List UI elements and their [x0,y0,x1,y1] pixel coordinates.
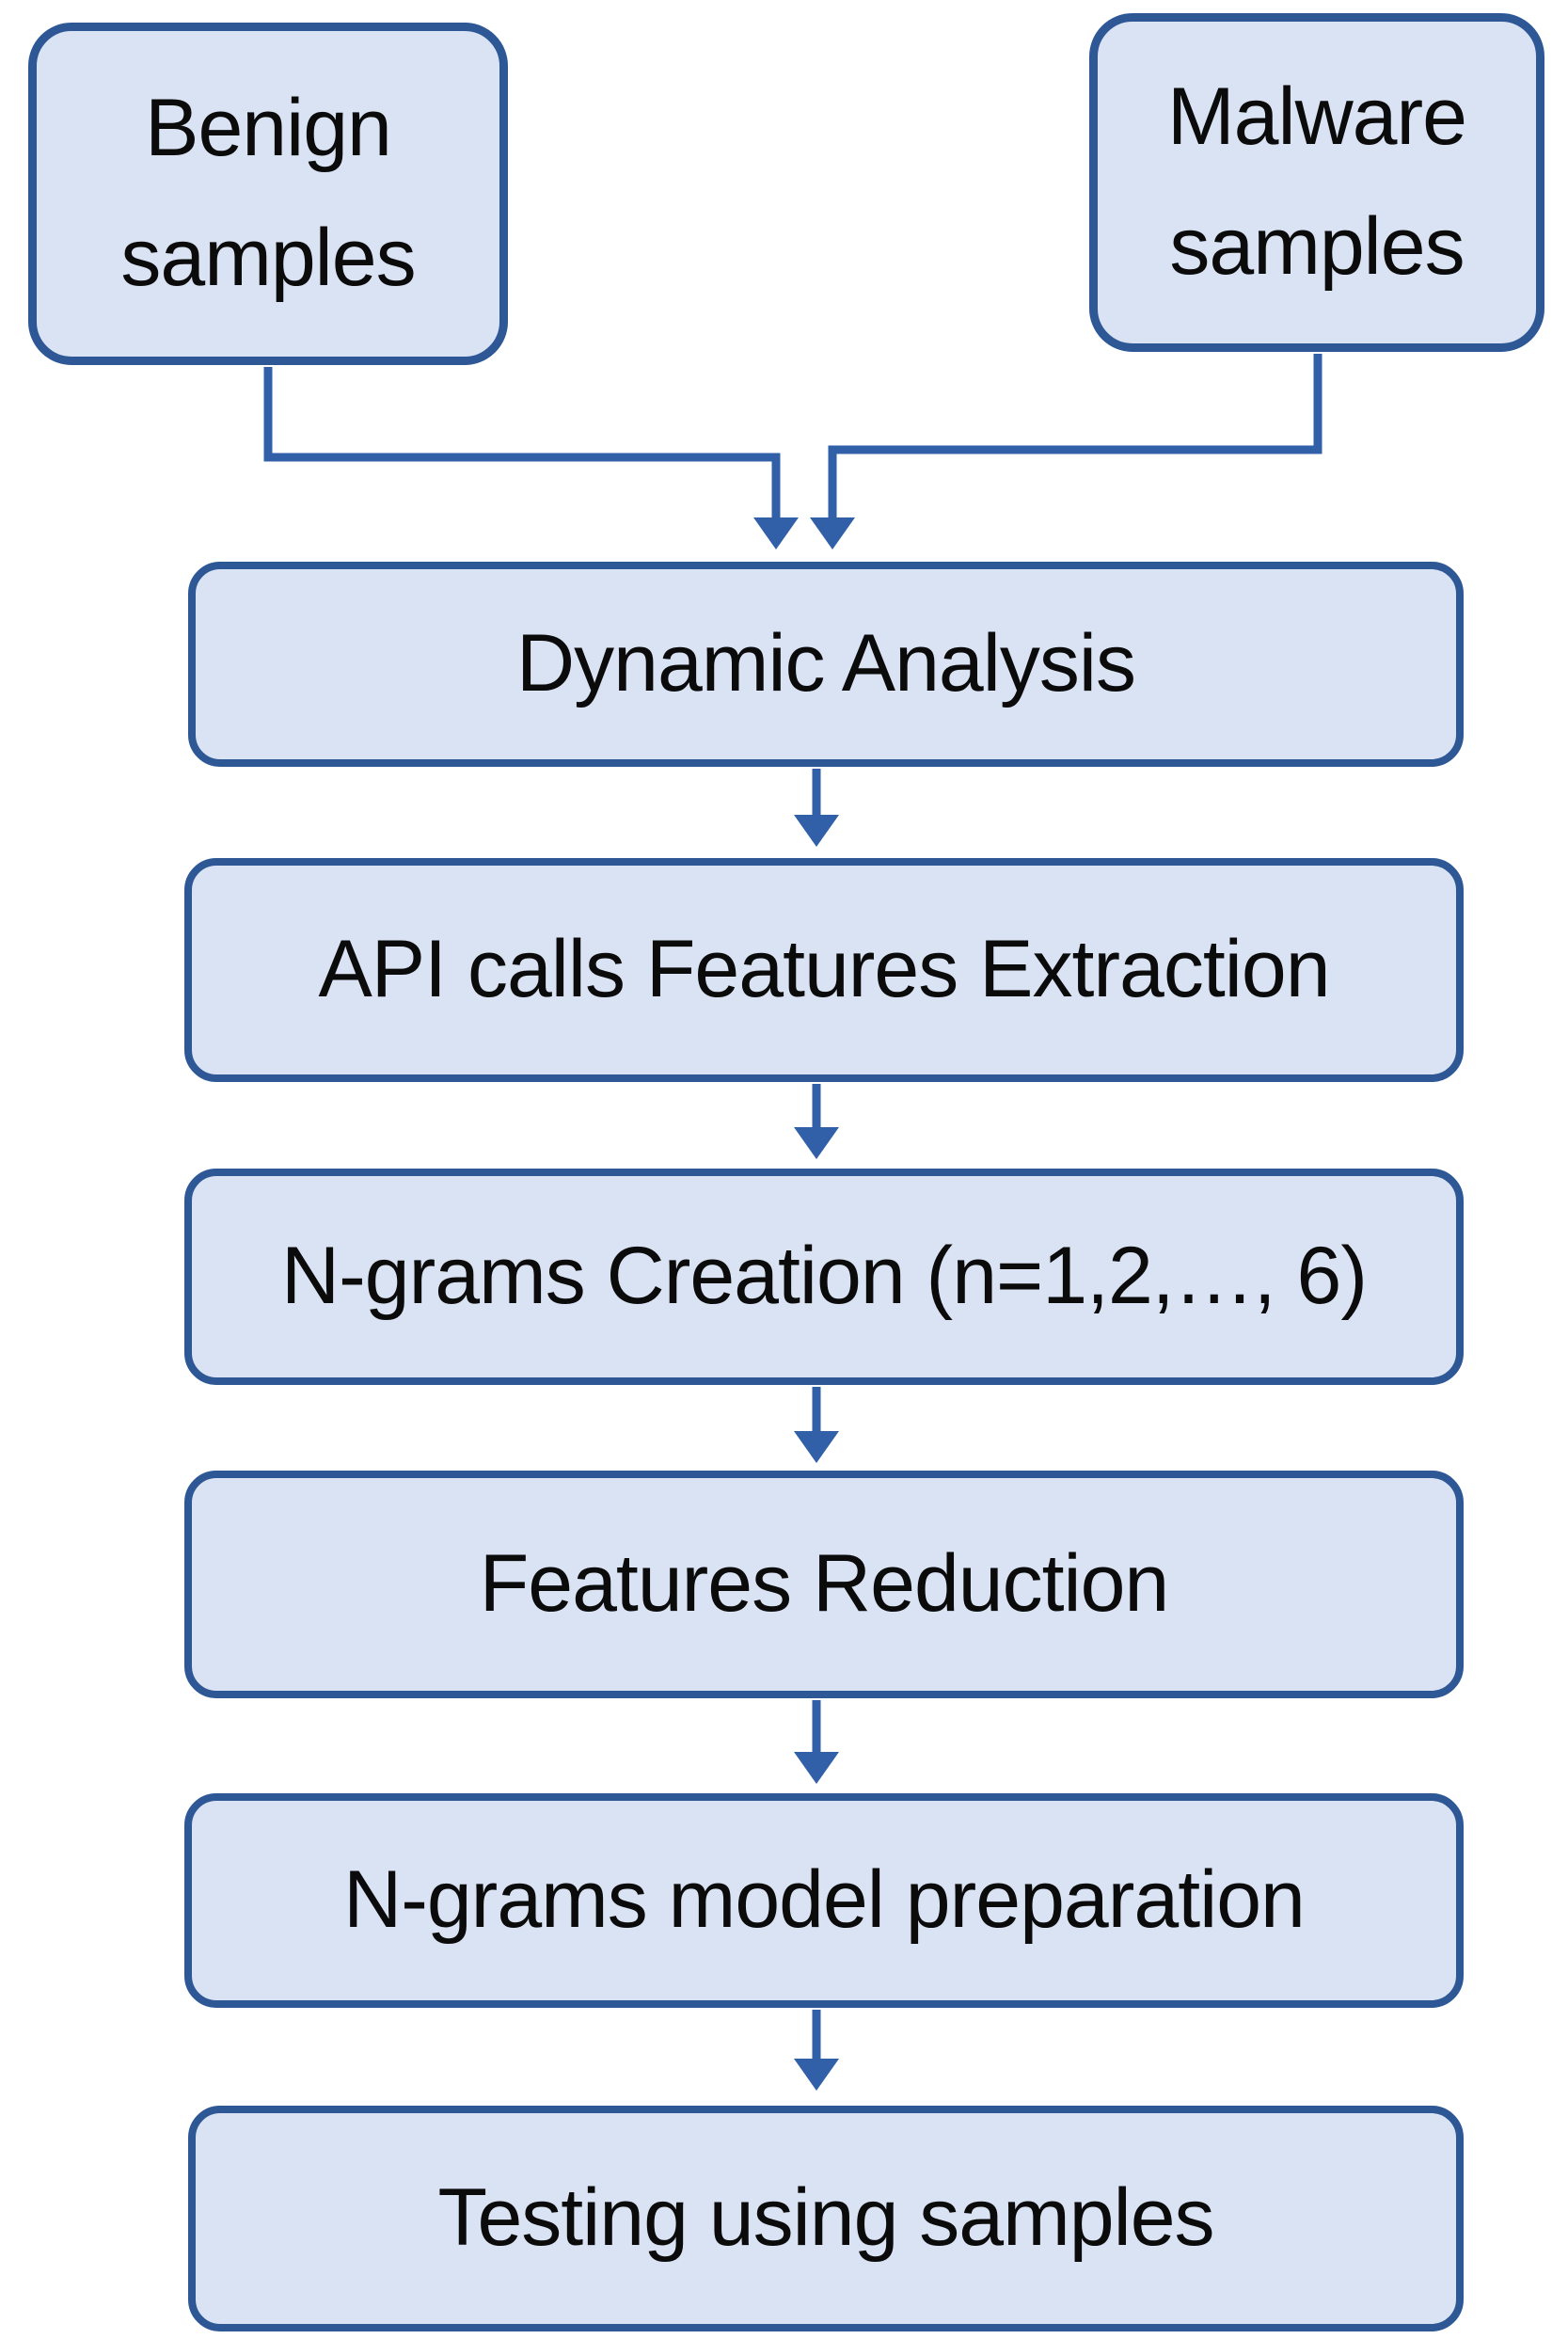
node-label: Benign samples [120,83,416,303]
flow-node-api-calls-features-extraction: API calls Features Extraction [184,858,1464,1082]
flow-node-ngrams-model-preparation: N-grams model preparation [184,1793,1464,2008]
node-label: Features Reduction [479,1538,1170,1630]
connector-benign-to-dynamic [263,367,799,549]
flow-node-testing-using-samples: Testing using samples [188,2106,1464,2331]
flow-node-benign-samples: Benign samples [28,23,508,365]
flow-node-ngrams-creation: N-grams Creation (n=1,2,…, 6) [184,1169,1464,1385]
flow-node-dynamic-analysis: Dynamic Analysis [188,562,1464,767]
node-label: Dynamic Analysis [516,618,1136,709]
node-label: Malware samples [1167,72,1467,292]
flow-node-features-reduction: Features Reduction [184,1471,1464,1698]
connector-malware-to-dynamic [810,354,1323,549]
node-label: API calls Features Extraction [318,924,1330,1015]
node-label: N-grams Creation (n=1,2,…, 6) [281,1231,1368,1322]
node-label: N-grams model preparation [343,1854,1306,1946]
flow-node-malware-samples: Malware samples [1089,13,1544,352]
node-label: Testing using samples [437,2172,1214,2264]
